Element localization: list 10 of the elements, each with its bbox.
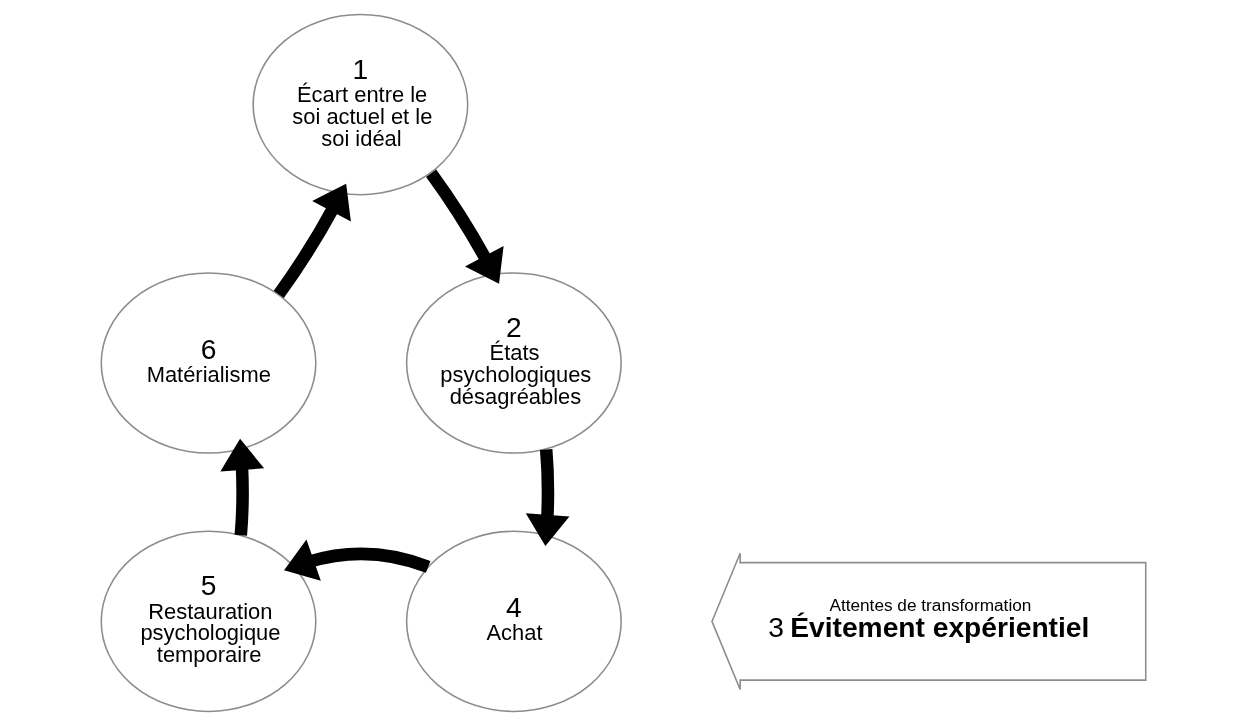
arrow	[426, 169, 504, 284]
node-ellipse: 4 Achat	[405, 530, 622, 713]
node-ellipse: 1 Écart entre le soi actuel et le soi idéal	[252, 13, 469, 196]
arrow	[284, 539, 431, 581]
node-ellipse: 2 États psychologiques désagréables	[405, 272, 622, 454]
node-ellipse: 6 Matérialisme	[100, 272, 317, 454]
arrow	[525, 449, 570, 547]
arrow	[273, 183, 351, 299]
arrow	[220, 438, 265, 536]
node-ellipse: 5 Restauration psychologique temporaire	[100, 530, 317, 713]
